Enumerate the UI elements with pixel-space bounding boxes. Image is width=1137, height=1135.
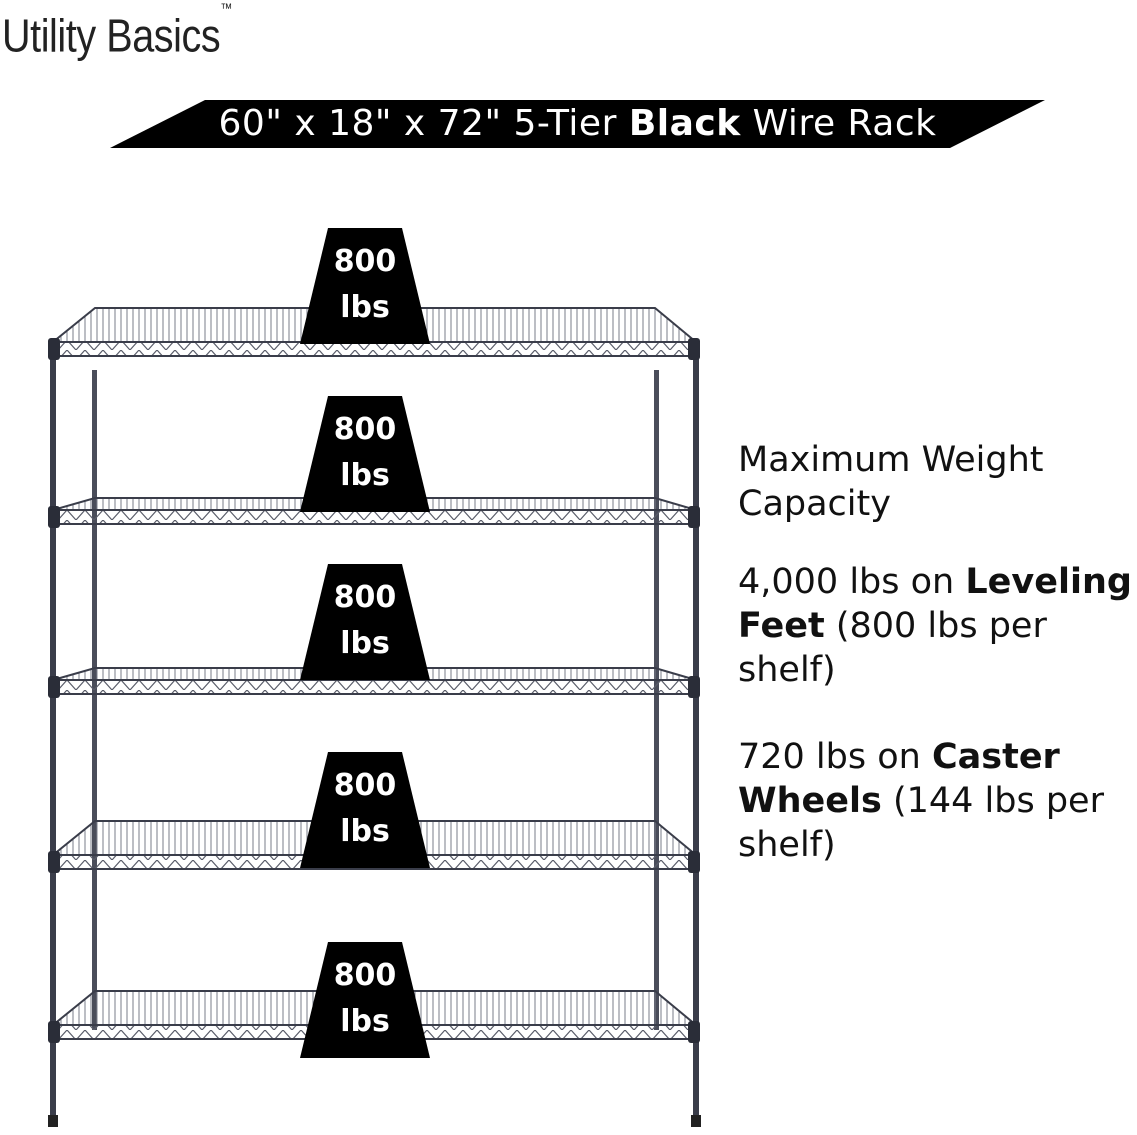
wire-rack-illustration: 800 lbs 800 lbs 800 lbs 800 lbs 800 lbs <box>40 220 720 1130</box>
leveling-prefix: 4,000 lbs on <box>738 562 966 602</box>
badge-unit: lbs <box>340 814 390 849</box>
leveling-feet-capacity: 4,000 lbs on Leveling Feet (800 lbs per … <box>738 560 1137 692</box>
badge-value: 800 <box>333 768 397 803</box>
title-bold: Black <box>628 103 741 144</box>
product-title-banner: 60" x 18" x 72" 5-Tier Black Wire Rack <box>110 100 1045 148</box>
badge-value: 800 <box>333 958 397 993</box>
caster-suffix: (144 lbs per shelf) <box>738 781 1104 865</box>
badge-shape <box>300 396 430 512</box>
badge-shape <box>300 564 430 680</box>
badge-value: 800 <box>333 580 397 615</box>
badge-shape <box>300 942 430 1058</box>
leveling-suffix: (800 lbs per shelf) <box>738 606 1047 690</box>
badge-unit: lbs <box>340 626 390 661</box>
product-title: 60" x 18" x 72" 5-Tier Black Wire Rack <box>110 100 1045 148</box>
badge-unit: lbs <box>340 290 390 325</box>
badge-value: 800 <box>333 412 397 447</box>
banner-shape <box>110 100 1045 148</box>
shelf-capacity-badge: 800 lbs <box>300 228 430 344</box>
title-suffix: Wire Rack <box>740 103 937 144</box>
badge-unit: lbs <box>340 1004 390 1039</box>
shelf-capacity-badge: 800 lbs <box>300 752 430 868</box>
shelf-capacity-badge: 800 lbs <box>300 564 430 680</box>
caster-prefix: 720 lbs on <box>738 737 932 777</box>
badge-value: 800 <box>333 244 397 279</box>
trademark-symbol: ™ <box>220 0 232 16</box>
capacity-heading: Maximum Weight Capacity <box>738 440 1044 524</box>
brand-logo: Utility Basics™ <box>2 0 232 63</box>
badge-shape <box>300 228 430 344</box>
caster-bold: Caster Wheels <box>738 737 1060 821</box>
caster-wheels-capacity: 720 lbs on Caster Wheels (144 lbs per sh… <box>738 735 1137 867</box>
badge-shape <box>300 752 430 868</box>
leveling-bold: Leveling Feet <box>738 562 1132 646</box>
brand-name: Utility Basics <box>2 9 221 62</box>
badge-unit: lbs <box>340 458 390 493</box>
title-prefix: 60" x 18" x 72" 5-Tier <box>218 103 629 144</box>
shelf-capacity-badge: 800 lbs <box>300 942 430 1058</box>
shelf-capacity-badge: 800 lbs <box>300 396 430 512</box>
